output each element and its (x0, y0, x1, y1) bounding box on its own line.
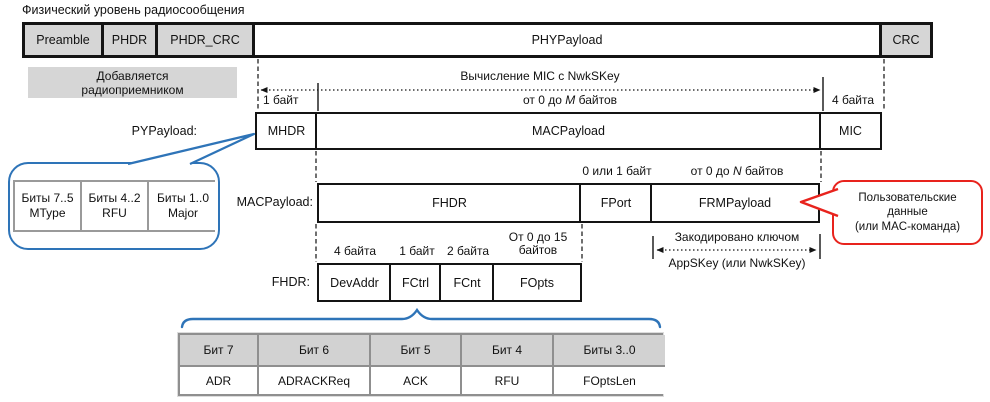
fctrl-header-bit6: Бит 6 (257, 335, 369, 367)
fctrl-value-ack: ACK (369, 367, 460, 394)
phy-cell-phypayload: PHYPayload (252, 22, 882, 58)
fctrl-header-bits30: Биты 3..0 (552, 335, 665, 367)
user-data-line1: Пользовательские (858, 191, 957, 204)
fhdr-cell-devaddr: DevAddr (317, 263, 392, 302)
macp-cell-fport: FPort (579, 183, 653, 223)
size-label-fport: 0 или 1 байт (582, 164, 652, 178)
mhdr-callout-tail (127, 132, 256, 166)
macp-cell-frmpayload: FRMPayload (650, 183, 820, 223)
fctrl-brace (180, 307, 662, 329)
size-label-m-bytes: от 0 до M байтов (523, 93, 617, 107)
size-label-fcnt: 2 байта (446, 244, 490, 258)
mic-computation-label: Вычисление MIC с NwkSKey (460, 69, 620, 83)
fctrl-header-bit5: Бит 5 (369, 335, 460, 367)
pyp-cell-mhdr: MHDR (255, 112, 318, 150)
receiver-note-line1: Добавляется (96, 68, 169, 83)
size-label-4bytes: 4 байта (831, 93, 875, 107)
receiver-note-line2: радиоприемником (81, 82, 184, 97)
pyp-cell-mic: MIC (819, 112, 882, 150)
fhdr-cell-fctrl: FCtrl (389, 263, 442, 302)
fctrl-value-adrackreq: ADRACKReq (257, 367, 369, 394)
fctrl-header-bit4: Бит 4 (460, 335, 552, 367)
pypayload-row-label: PYPayload: (131, 124, 197, 138)
fhdr-row-label: FHDR: (271, 275, 310, 289)
phy-cell-crc: CRC (879, 22, 933, 58)
fctrl-header-row: Бит 7 Бит 6 Бит 5 Бит 4 Биты 3..0 (180, 335, 665, 367)
size-label-n-bytes: от 0 до N байтов (690, 164, 784, 178)
phy-cell-preamble: Preamble (22, 22, 104, 58)
fctrl-value-adr: ADR (180, 367, 257, 394)
fhdr-cell-fopts: FOpts (492, 263, 582, 302)
fctrl-value-row: ADR ADRACKReq ACK RFU FOptsLen (180, 367, 665, 394)
size-label-1byte: 1 байт (263, 93, 299, 107)
encode-note-line1: Закодировано ключом (674, 230, 800, 244)
fctrl-bits-table: Бит 7 Бит 6 Бит 5 Бит 4 Биты 3..0 ADR AD… (178, 333, 665, 396)
macp-cell-fhdr: FHDR (317, 183, 582, 223)
fctrl-header-bit7: Бит 7 (180, 335, 257, 367)
size-label-devaddr: 4 байта (333, 244, 377, 258)
user-data-line3: (или MAC-команда) (854, 220, 961, 233)
user-data-callout: Пользовательские данные (или MAC-команда… (832, 180, 983, 245)
pyp-cell-macpayload: MACPayload (315, 112, 822, 150)
fhdr-cell-fcnt: FCnt (439, 263, 495, 302)
fctrl-value-foptslen: FOptsLen (552, 367, 665, 394)
diagram-title: Физический уровень радиосообщения (22, 3, 245, 17)
receiver-note: Добавляется радиоприемником (28, 67, 237, 98)
macpayload-row-label: MACPayload: (236, 195, 313, 209)
phy-cell-phdr-crc: PHDR_CRC (155, 22, 255, 58)
size-label-fctrl: 1 байт (399, 244, 435, 258)
encode-note-line2: AppSKey (или NwkSKey) (668, 256, 806, 270)
phy-cell-phdr: PHDR (101, 22, 158, 58)
user-data-line2: данные (887, 206, 928, 219)
fctrl-value-rfu: RFU (460, 367, 552, 394)
